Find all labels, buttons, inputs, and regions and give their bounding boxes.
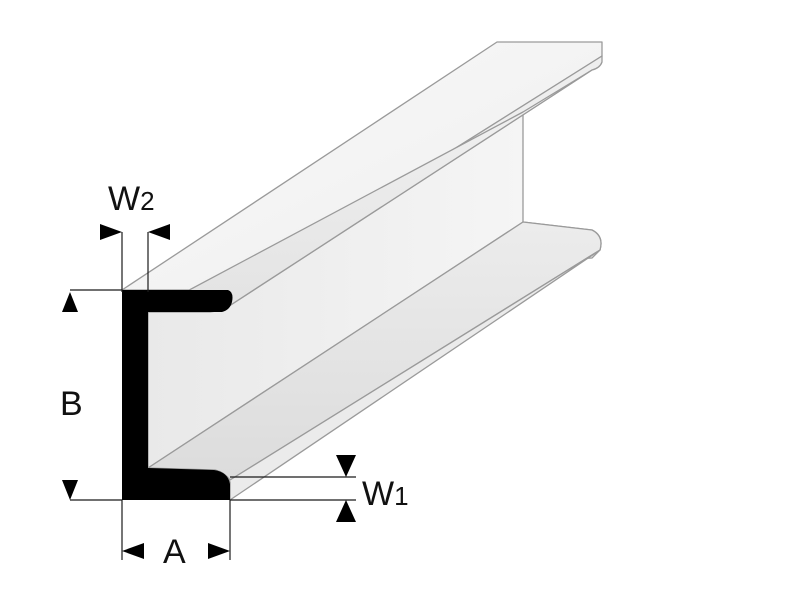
b-arrow-bottom xyxy=(62,480,78,500)
w2-arrow-right xyxy=(148,224,170,240)
a-arrow-right xyxy=(208,543,230,559)
w2-arrow-left xyxy=(100,224,122,240)
b-arrow-top xyxy=(62,292,78,312)
b-label: B xyxy=(60,385,83,423)
w1-label: W1 xyxy=(362,475,409,513)
channel-body xyxy=(121,41,603,501)
dimension-w1: W1 xyxy=(230,455,409,522)
dimension-b: B xyxy=(60,289,122,501)
w2-label: W2 xyxy=(108,180,155,218)
dimension-a: A xyxy=(121,500,231,571)
dimension-w2: W2 xyxy=(100,180,170,292)
cross-section xyxy=(122,290,233,500)
w1-arrow-top xyxy=(336,455,356,477)
a-arrow-left xyxy=(122,543,144,559)
w1-arrow-bottom xyxy=(336,500,356,522)
a-label: A xyxy=(163,533,186,571)
